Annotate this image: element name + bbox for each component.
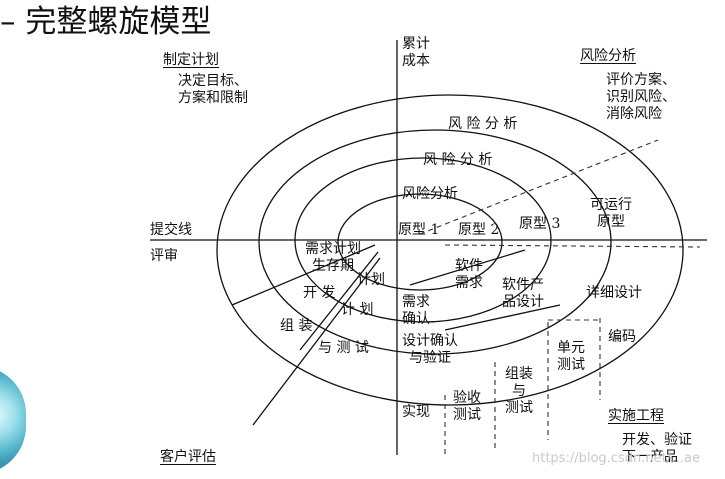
engineering-heading: 实施工程 [608,408,664,424]
page-title: – 完整螺旋模型 [0,4,212,40]
dashed-line-proto [444,244,701,248]
prototype-1: 原型 1 [398,222,440,238]
plan-heading: 制定计划 [163,52,219,68]
prototype-2: 原型 2 [458,222,500,238]
development-label: 开 发 [303,285,336,301]
risk-description: 评价方案、 识别风险、 消除风险 [606,72,676,122]
risk-heading: 风险分析 [580,48,636,64]
design-validation: 设计确认 与验证 [402,333,458,366]
acceptance-test: 验收 测试 [453,390,481,423]
plan-label-inner: 计划 [357,272,385,288]
development-plan-label: 计 划 [341,302,374,318]
customer-heading: 客户评估 [160,449,216,465]
coding: 编码 [608,329,636,345]
requirements-plan-label: 需求计划 生存期 [305,241,361,274]
risk-label-middle: 风 险 分 析 [423,152,493,168]
requirements-validation: 需求 确认 [402,294,430,327]
dashed-line-risk [419,139,659,235]
plan-description: 决定目标、 方案和限制 [178,73,248,106]
commit-line-label: 提交线 [150,222,192,238]
risk-label-outer: 风 险 分 析 [448,116,518,132]
radial-line-4 [409,249,526,286]
integration-test-label: 与 测 试 [318,340,369,356]
software-requirements: 软件 需求 [455,258,483,291]
cumulative-cost-label: 累计 成本 [402,36,430,69]
operational-prototype: 可运行 原型 [590,197,632,230]
spiral-loop-4 [216,94,684,406]
integration-label: 组 装 [280,318,313,334]
detailed-design: 详细设计 [586,285,642,301]
review-label: 评审 [150,248,178,264]
radial-line-3 [252,257,381,426]
unit-test: 单元 测试 [557,340,585,373]
radial-line-5 [444,304,561,331]
integration-test: 组装 与 测试 [505,366,533,416]
engineering-description: 开发、验证 下一产品 [622,432,692,465]
watermark: https://blog.csdn.net/…ae [532,451,701,466]
spiral-loop-1 [337,193,503,291]
spiral-loop-3 [258,129,612,355]
radial-line-2 [299,251,379,351]
radial-line-1 [231,244,376,306]
prototype-3: 原型 3 [519,216,561,232]
implementation: 实现 [402,404,430,420]
product-design: 软件产 品设计 [502,277,544,310]
risk-label-inner: 风险分析 [402,186,458,202]
spiral-loop-2 [294,157,552,323]
